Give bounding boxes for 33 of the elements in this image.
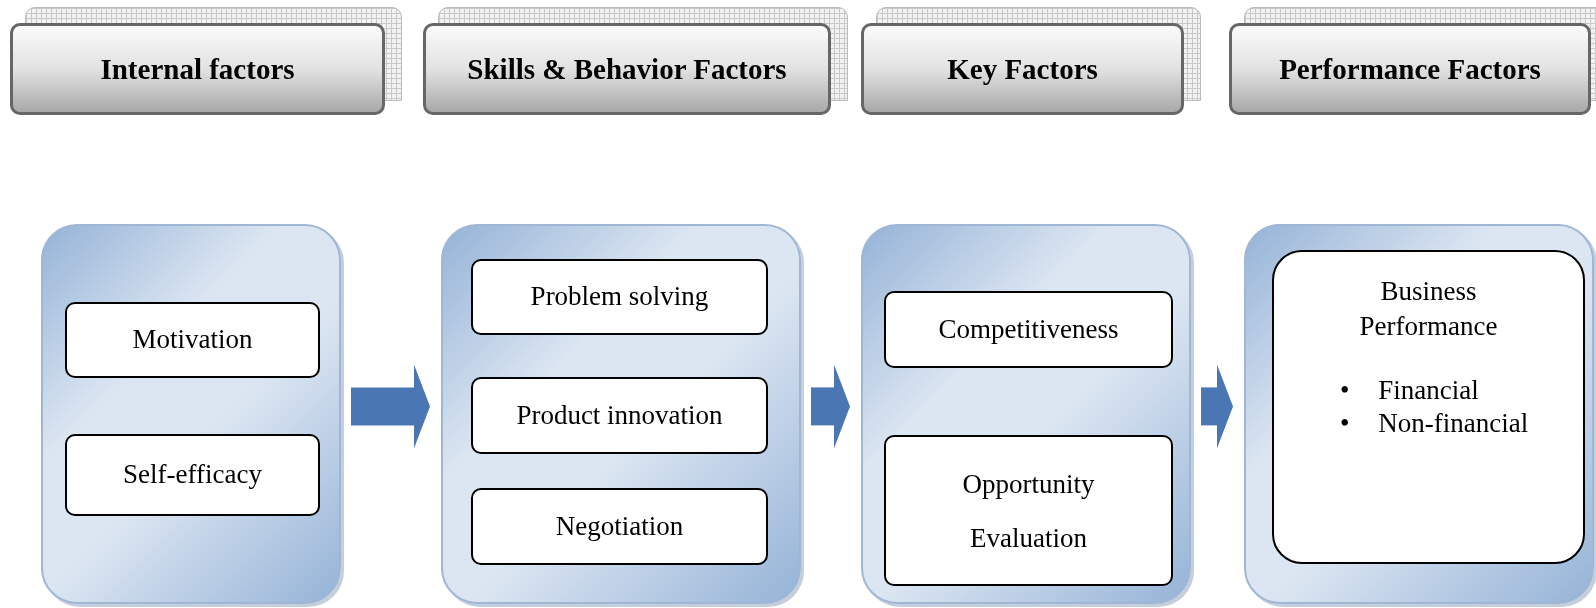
group-panel	[41, 224, 341, 604]
block-arrow	[351, 364, 430, 449]
factor-label: Opportunity Evaluation	[961, 467, 1096, 555]
header-box	[861, 23, 1184, 115]
factor-label: Self-efficacy	[123, 458, 262, 492]
group-panel	[861, 224, 1191, 604]
bullet-item: • Non-financial	[1340, 406, 1530, 439]
group-panel	[441, 224, 801, 604]
header-box	[423, 23, 831, 115]
factor-label: Motivation	[132, 323, 253, 357]
factor-label: Product innovation	[516, 398, 723, 432]
header-box	[1229, 23, 1591, 115]
bullet-item: • Financial	[1340, 374, 1480, 407]
factor-box	[65, 434, 320, 516]
factor-box	[1272, 250, 1585, 564]
factor-box	[884, 291, 1173, 368]
factor-label: Competitiveness	[938, 312, 1119, 346]
factor-box	[65, 302, 320, 378]
factor-box	[471, 259, 768, 335]
header-box	[10, 23, 385, 115]
factor-box	[471, 488, 768, 565]
factor-label: Negotiation	[555, 509, 684, 543]
factor-label: Problem solving	[530, 280, 709, 314]
header-label: Internal factors	[100, 52, 295, 86]
factor-box	[471, 377, 768, 454]
header-label: Performance Factors	[1279, 52, 1541, 86]
header-label: Key Factors	[947, 52, 1098, 86]
header-label: Skills & Behavior Factors	[467, 52, 787, 86]
factor-label: Business Performance	[1358, 275, 1499, 344]
group-panel	[1244, 224, 1594, 604]
factor-box	[884, 435, 1173, 586]
block-arrow	[811, 364, 850, 449]
block-arrow	[1201, 364, 1233, 449]
